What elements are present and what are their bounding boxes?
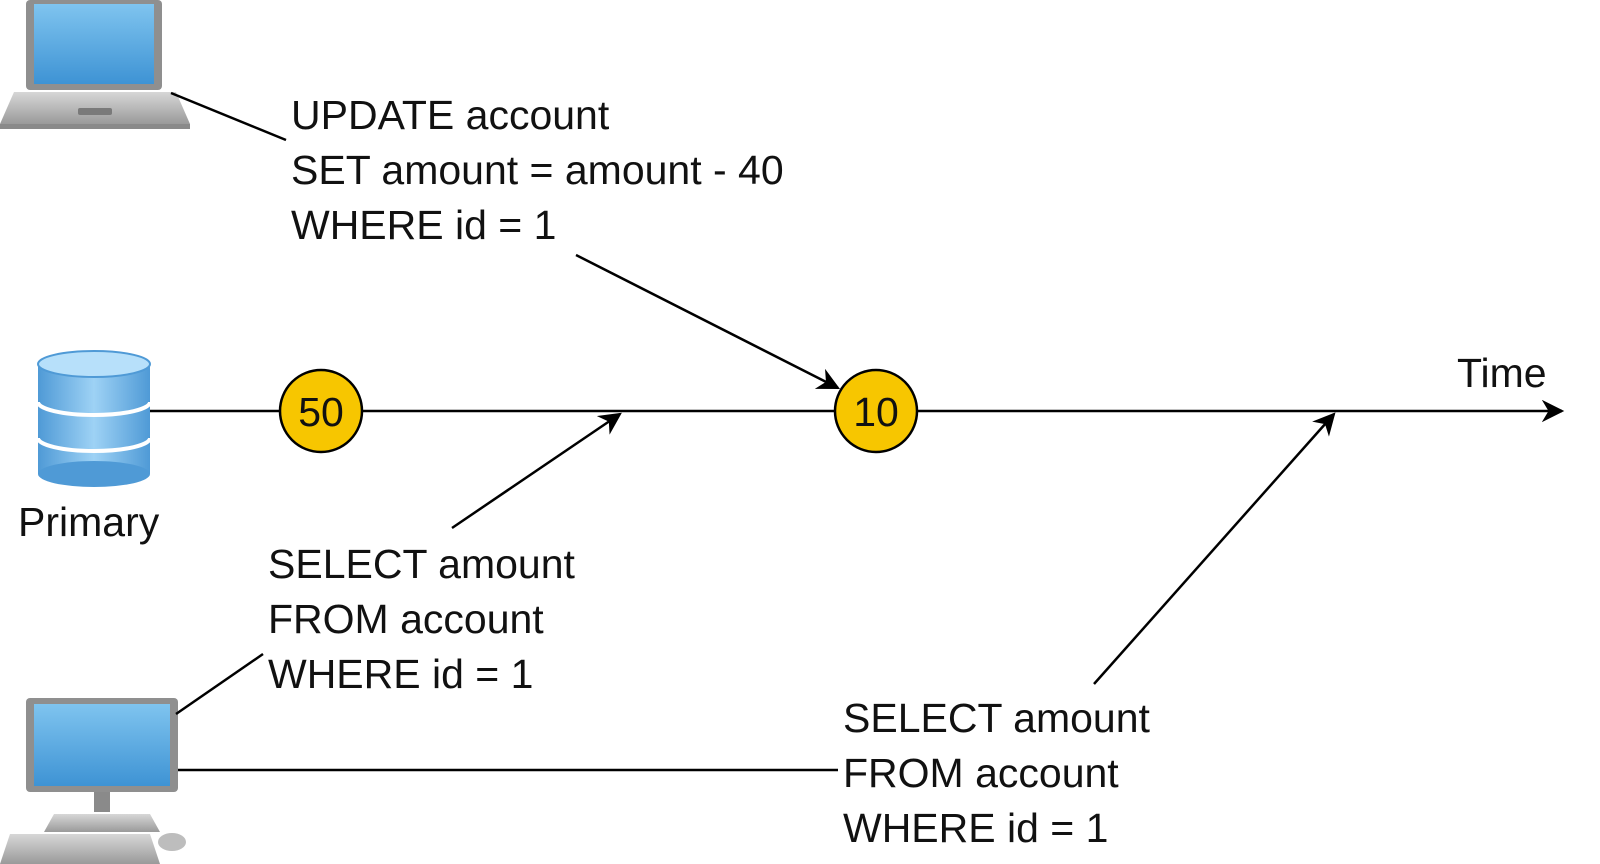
time-axis-label: Time bbox=[1457, 350, 1547, 396]
query-line: WHERE id = 1 bbox=[843, 805, 1109, 851]
laptop-icon bbox=[0, 0, 190, 129]
second-select-query: SELECT amount FROM account WHERE id = 1 bbox=[843, 691, 1150, 856]
query-line: SELECT amount bbox=[268, 541, 575, 587]
primary-label: Primary bbox=[18, 499, 160, 545]
query-line: WHERE id = 1 bbox=[291, 202, 557, 248]
query-line: SET amount = amount - 40 bbox=[291, 147, 784, 193]
value-initial-text: 50 bbox=[298, 389, 344, 435]
query-line: UPDATE account bbox=[291, 92, 610, 138]
second-select-arrow bbox=[1093, 412, 1336, 685]
value-circle bbox=[833, 368, 919, 454]
update-arrow bbox=[575, 253, 841, 390]
query-line: FROM account bbox=[268, 596, 544, 642]
value-node-after-update: 10 bbox=[833, 368, 919, 454]
desktop-computer-icon bbox=[0, 698, 186, 864]
update-query: UPDATE account SET amount = amount - 40 … bbox=[291, 88, 784, 253]
first-select-query: SELECT amount FROM account WHERE id = 1 bbox=[268, 537, 575, 702]
value-node-initial: 50 bbox=[278, 368, 364, 454]
database-icon bbox=[36, 350, 152, 487]
value-after-update-text: 10 bbox=[853, 389, 899, 435]
desktop-connector-first bbox=[175, 652, 264, 716]
value-circle bbox=[278, 368, 364, 454]
laptop-connector bbox=[170, 91, 287, 142]
query-line: FROM account bbox=[843, 750, 1119, 796]
query-line: SELECT amount bbox=[843, 695, 1150, 741]
query-line: WHERE id = 1 bbox=[268, 651, 534, 697]
first-select-arrow bbox=[451, 412, 622, 530]
